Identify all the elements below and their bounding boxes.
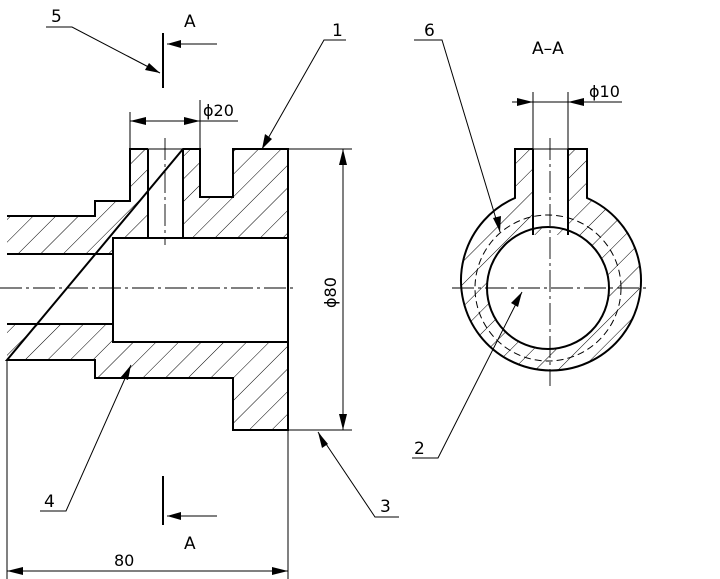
callout-6: 6 — [414, 21, 501, 233]
callout-1: 1 — [261, 21, 346, 150]
callout-label-1: 1 — [332, 21, 343, 41]
front-small-hole — [147, 149, 184, 238]
dim-arrow-len-right — [272, 567, 288, 575]
callout-3: 3 — [317, 431, 399, 518]
front-section-view — [0, 138, 296, 431]
section-mark-bottom: A — [162, 476, 217, 554]
section-aa-hatch — [461, 149, 641, 371]
dim-text-length: 80 — [114, 551, 134, 570]
arrowhead-bottom — [167, 512, 181, 520]
callout-label-5: 5 — [51, 7, 62, 27]
dim-arrow-top — [339, 149, 347, 165]
callout-label-4: 4 — [44, 492, 55, 512]
callout-2: 2 — [412, 291, 523, 459]
section-letter-top: A — [184, 12, 196, 32]
dimension-slot-hole-dia: ϕ10 — [512, 82, 622, 149]
dimension-flange-dia: ϕ80 — [288, 148, 352, 431]
slot-hole-walls — [532, 149, 569, 235]
leader-arrow-2 — [511, 292, 522, 307]
section-aa-view: A–A — [452, 39, 648, 386]
dimension-length: 80 — [6, 360, 289, 579]
callout-label-6: 6 — [424, 21, 435, 41]
leader-6 — [414, 39, 501, 233]
callout-4: 4 — [40, 364, 132, 512]
dim-arrow-slot-right — [568, 98, 584, 106]
dim-arrow-len-left — [7, 567, 23, 575]
leader-arrow-1 — [262, 134, 272, 149]
leader-arrow-6 — [493, 216, 501, 232]
leader-4 — [40, 364, 132, 512]
dim-arrow-bottom — [339, 414, 347, 430]
leader-2 — [412, 291, 523, 459]
dimension-hole-dia: ϕ20 — [129, 100, 238, 149]
dim-arrow-right — [184, 117, 200, 125]
leader-arrow-5 — [145, 63, 160, 73]
dim-text-slot: ϕ10 — [589, 82, 620, 101]
boss-outline — [460, 148, 642, 372]
arrowhead-top — [167, 40, 181, 48]
dim-arrow-left — [130, 117, 146, 125]
section-mark-top: A — [162, 12, 217, 88]
section-view-title: A–A — [532, 39, 564, 59]
front-bore — [7, 237, 288, 343]
leader-arrow-4 — [121, 365, 131, 380]
leader-3 — [317, 431, 399, 518]
leader-5 — [46, 26, 161, 74]
callout-5: 5 — [46, 7, 161, 74]
dim-text-flange: ϕ80 — [321, 277, 340, 308]
leader-1 — [261, 39, 346, 150]
dim-arrow-slot-left — [517, 98, 533, 106]
callout-label-3: 3 — [380, 497, 391, 517]
callout-label-2: 2 — [414, 439, 425, 459]
section-letter-bottom: A — [184, 534, 196, 554]
leader-arrow-3 — [318, 432, 328, 448]
dim-text-hole: ϕ20 — [203, 101, 234, 120]
